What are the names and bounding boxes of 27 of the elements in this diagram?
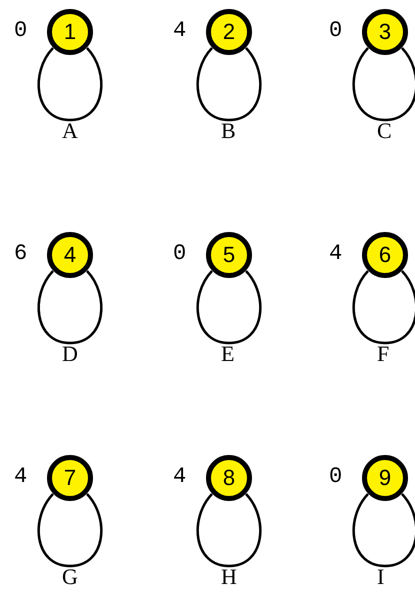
- loop-edge: [352, 47, 415, 122]
- weight-label: 4: [173, 466, 186, 488]
- weight-label: 0: [329, 20, 342, 42]
- graph-caption: G: [62, 566, 78, 588]
- weight-label: 0: [173, 243, 186, 265]
- graph-caption: I: [377, 566, 384, 588]
- weight-label: 6: [14, 243, 28, 265]
- graph-caption: E: [221, 343, 234, 365]
- loop-edge: [196, 493, 262, 568]
- loop-edge: [37, 47, 103, 122]
- loop-edge: [196, 270, 262, 344]
- weight-label: 0: [14, 20, 28, 42]
- weight-label: 4: [173, 20, 186, 42]
- graph-caption: C: [377, 120, 392, 142]
- loop-edge: [352, 493, 415, 568]
- loop-edge: [352, 270, 415, 344]
- graph-caption: H: [221, 566, 237, 588]
- loop-edge: [37, 270, 103, 344]
- weight-label: 0: [329, 466, 342, 488]
- graph-caption: F: [377, 343, 390, 365]
- loop-edge: [37, 493, 103, 568]
- weight-label: 4: [14, 466, 28, 488]
- loop-edge: [196, 47, 262, 122]
- graph-caption: B: [221, 120, 236, 142]
- weight-label: 4: [329, 243, 342, 265]
- graph-caption: A: [62, 120, 78, 142]
- graph-caption: D: [62, 343, 78, 365]
